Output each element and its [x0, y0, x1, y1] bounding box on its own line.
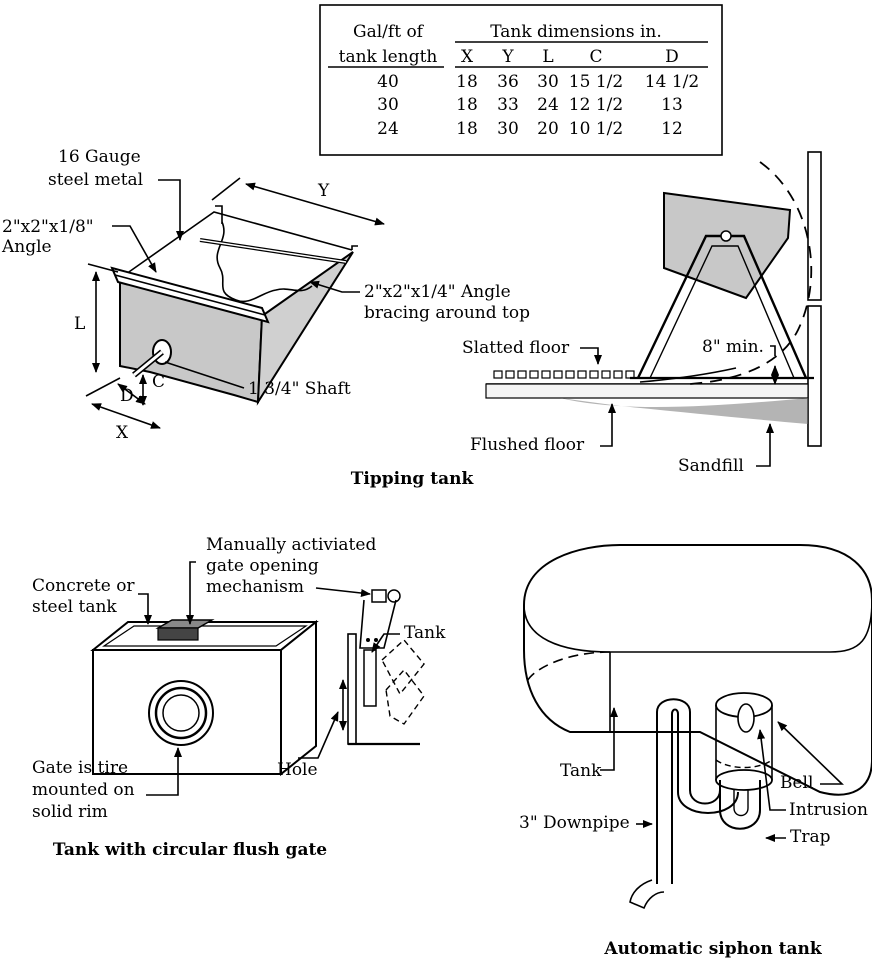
- label-side-tank: Tank: [404, 623, 446, 643]
- table-header-dimensions: Tank dimensions in.: [490, 22, 662, 42]
- table-col-l: L: [542, 47, 553, 67]
- side-view-wall: [347, 633, 357, 745]
- label-hole: Hole: [277, 760, 318, 780]
- siphon-tank-drawing: Tank Bell Intrusion 3" Downpipe Trap: [519, 544, 872, 910]
- table-cell: 30: [537, 72, 559, 92]
- label-concrete-1: Concrete or: [32, 576, 135, 596]
- trap: [719, 780, 761, 830]
- label-manual-2: gate opening: [206, 556, 319, 576]
- label-gate-3: solid rim: [32, 802, 108, 822]
- label-gauge-1: 16 Gauge: [58, 147, 141, 167]
- table-cell: 24: [377, 119, 399, 139]
- table-header-length: tank length: [339, 47, 438, 67]
- table-col-y: Y: [501, 47, 514, 67]
- table-cell: 14 1/2: [645, 72, 699, 92]
- label-gauge-2: steel metal: [48, 170, 143, 190]
- table-cell: 33: [497, 95, 519, 115]
- table-col-x: X: [461, 47, 474, 67]
- table-cell: 30: [377, 95, 399, 115]
- tank-top-rim: [125, 211, 353, 275]
- flush-tank-side: [280, 619, 317, 777]
- wall-upper: [807, 151, 822, 301]
- label-sandfill: Sandfill: [678, 456, 744, 476]
- label-min: 8" min.: [702, 337, 764, 357]
- label-trap: Trap: [790, 827, 831, 847]
- downpipe: [656, 698, 721, 884]
- sandfill: [560, 398, 808, 424]
- label-bracing-1: 2"x2"x1/4" Angle: [364, 282, 511, 302]
- label-dim-c: C: [152, 372, 165, 392]
- dimension-y: [245, 182, 385, 226]
- label-dim-d: D: [120, 386, 134, 406]
- label-angle-1: 2"x2"x1/8": [2, 217, 94, 237]
- label-dim-l: L: [74, 314, 85, 334]
- tipping-tank-drawing: Y L C D X 16 Gauge steel metal 2"x2"x1/8…: [1, 147, 530, 443]
- dimensions-table: Gal/ft of tank length Tank dimensions in…: [319, 4, 723, 156]
- table-cell: 12 1/2: [569, 95, 623, 115]
- caption-tipping-tank: Tipping tank: [351, 469, 475, 489]
- tipping-tank-side-view: 8" min. Slatted floor Flushed floor Sand…: [462, 151, 822, 476]
- tank-side-face: [256, 251, 354, 406]
- table-cell: 40: [377, 72, 399, 92]
- siphon-tank-body: [523, 544, 872, 796]
- table-header-gal: Gal/ft of: [353, 22, 425, 42]
- table-col-c: C: [589, 47, 602, 67]
- label-concrete-2: steel tank: [32, 597, 117, 617]
- table-cell: 13: [661, 95, 683, 115]
- flush-gate-tank-drawing: Concrete or steel tank Manually activiat…: [32, 535, 376, 822]
- table-cell: 18: [456, 119, 478, 139]
- slatted-floor: [493, 370, 635, 379]
- label-downpipe: 3" Downpipe: [519, 813, 630, 833]
- label-gate-2: mounted on: [32, 780, 135, 800]
- table-row: 40 18 36 30 15 1/2 14 1/2: [377, 72, 699, 92]
- tank-cutaway-edge: [216, 221, 313, 303]
- label-bracing-2: bracing around top: [364, 303, 530, 323]
- label-bell: Bell: [780, 773, 813, 793]
- table-cell: 12: [661, 119, 683, 139]
- table-cell: 36: [497, 72, 519, 92]
- table-row: 30 18 33 24 12 1/2 13: [377, 95, 683, 115]
- table-row: 24 18 30 20 10 1/2 12: [377, 119, 683, 139]
- label-siphon-tank: Tank: [560, 761, 602, 781]
- table-cell: 15 1/2: [569, 72, 623, 92]
- wall-lower: [807, 305, 822, 447]
- label-slatted: Slatted floor: [462, 338, 570, 358]
- dimension-d: [117, 383, 146, 405]
- table-cell: 24: [537, 95, 559, 115]
- bell-opening: [737, 703, 755, 733]
- label-gate-1: Gate is tire: [32, 758, 128, 778]
- table-cell: 30: [497, 119, 519, 139]
- table-border: [319, 4, 723, 156]
- label-manual-3: mechanism: [206, 577, 304, 597]
- label-shaft: 1 3/4" Shaft: [248, 379, 351, 399]
- caption-siphon-tank: Automatic siphon tank: [603, 939, 822, 958]
- flushed-floor-slab: [485, 383, 809, 399]
- table-cell: 10 1/2: [569, 119, 623, 139]
- table-col-d: D: [665, 47, 679, 67]
- table-cell: 20: [537, 119, 559, 139]
- gate-mechanism: [157, 627, 199, 641]
- table-cell: 18: [456, 72, 478, 92]
- label-dim-y: Y: [317, 181, 330, 201]
- label-dim-x: X: [116, 423, 129, 443]
- label-flushed: Flushed floor: [470, 435, 585, 455]
- label-manual-1: Manually activiated: [206, 535, 376, 555]
- label-angle-2: Angle: [1, 237, 52, 257]
- dimension-x: [91, 403, 161, 429]
- label-intrusion: Intrusion: [789, 800, 868, 820]
- caption-flush-gate: Tank with circular flush gate: [53, 840, 327, 860]
- flush-gate-side-view: Tank Hole: [277, 589, 446, 780]
- table-cell: 18: [456, 95, 478, 115]
